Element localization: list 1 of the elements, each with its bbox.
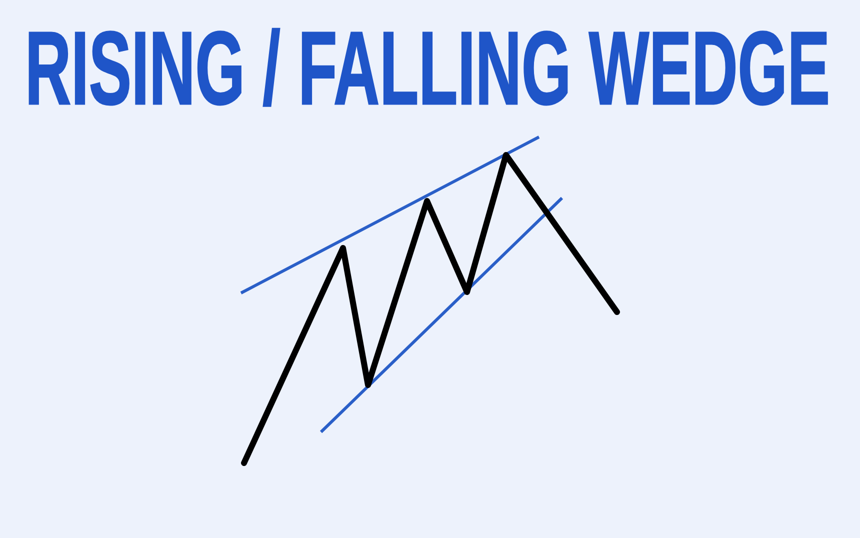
title: RISING / FALLING WEDGE	[25, 17, 830, 121]
